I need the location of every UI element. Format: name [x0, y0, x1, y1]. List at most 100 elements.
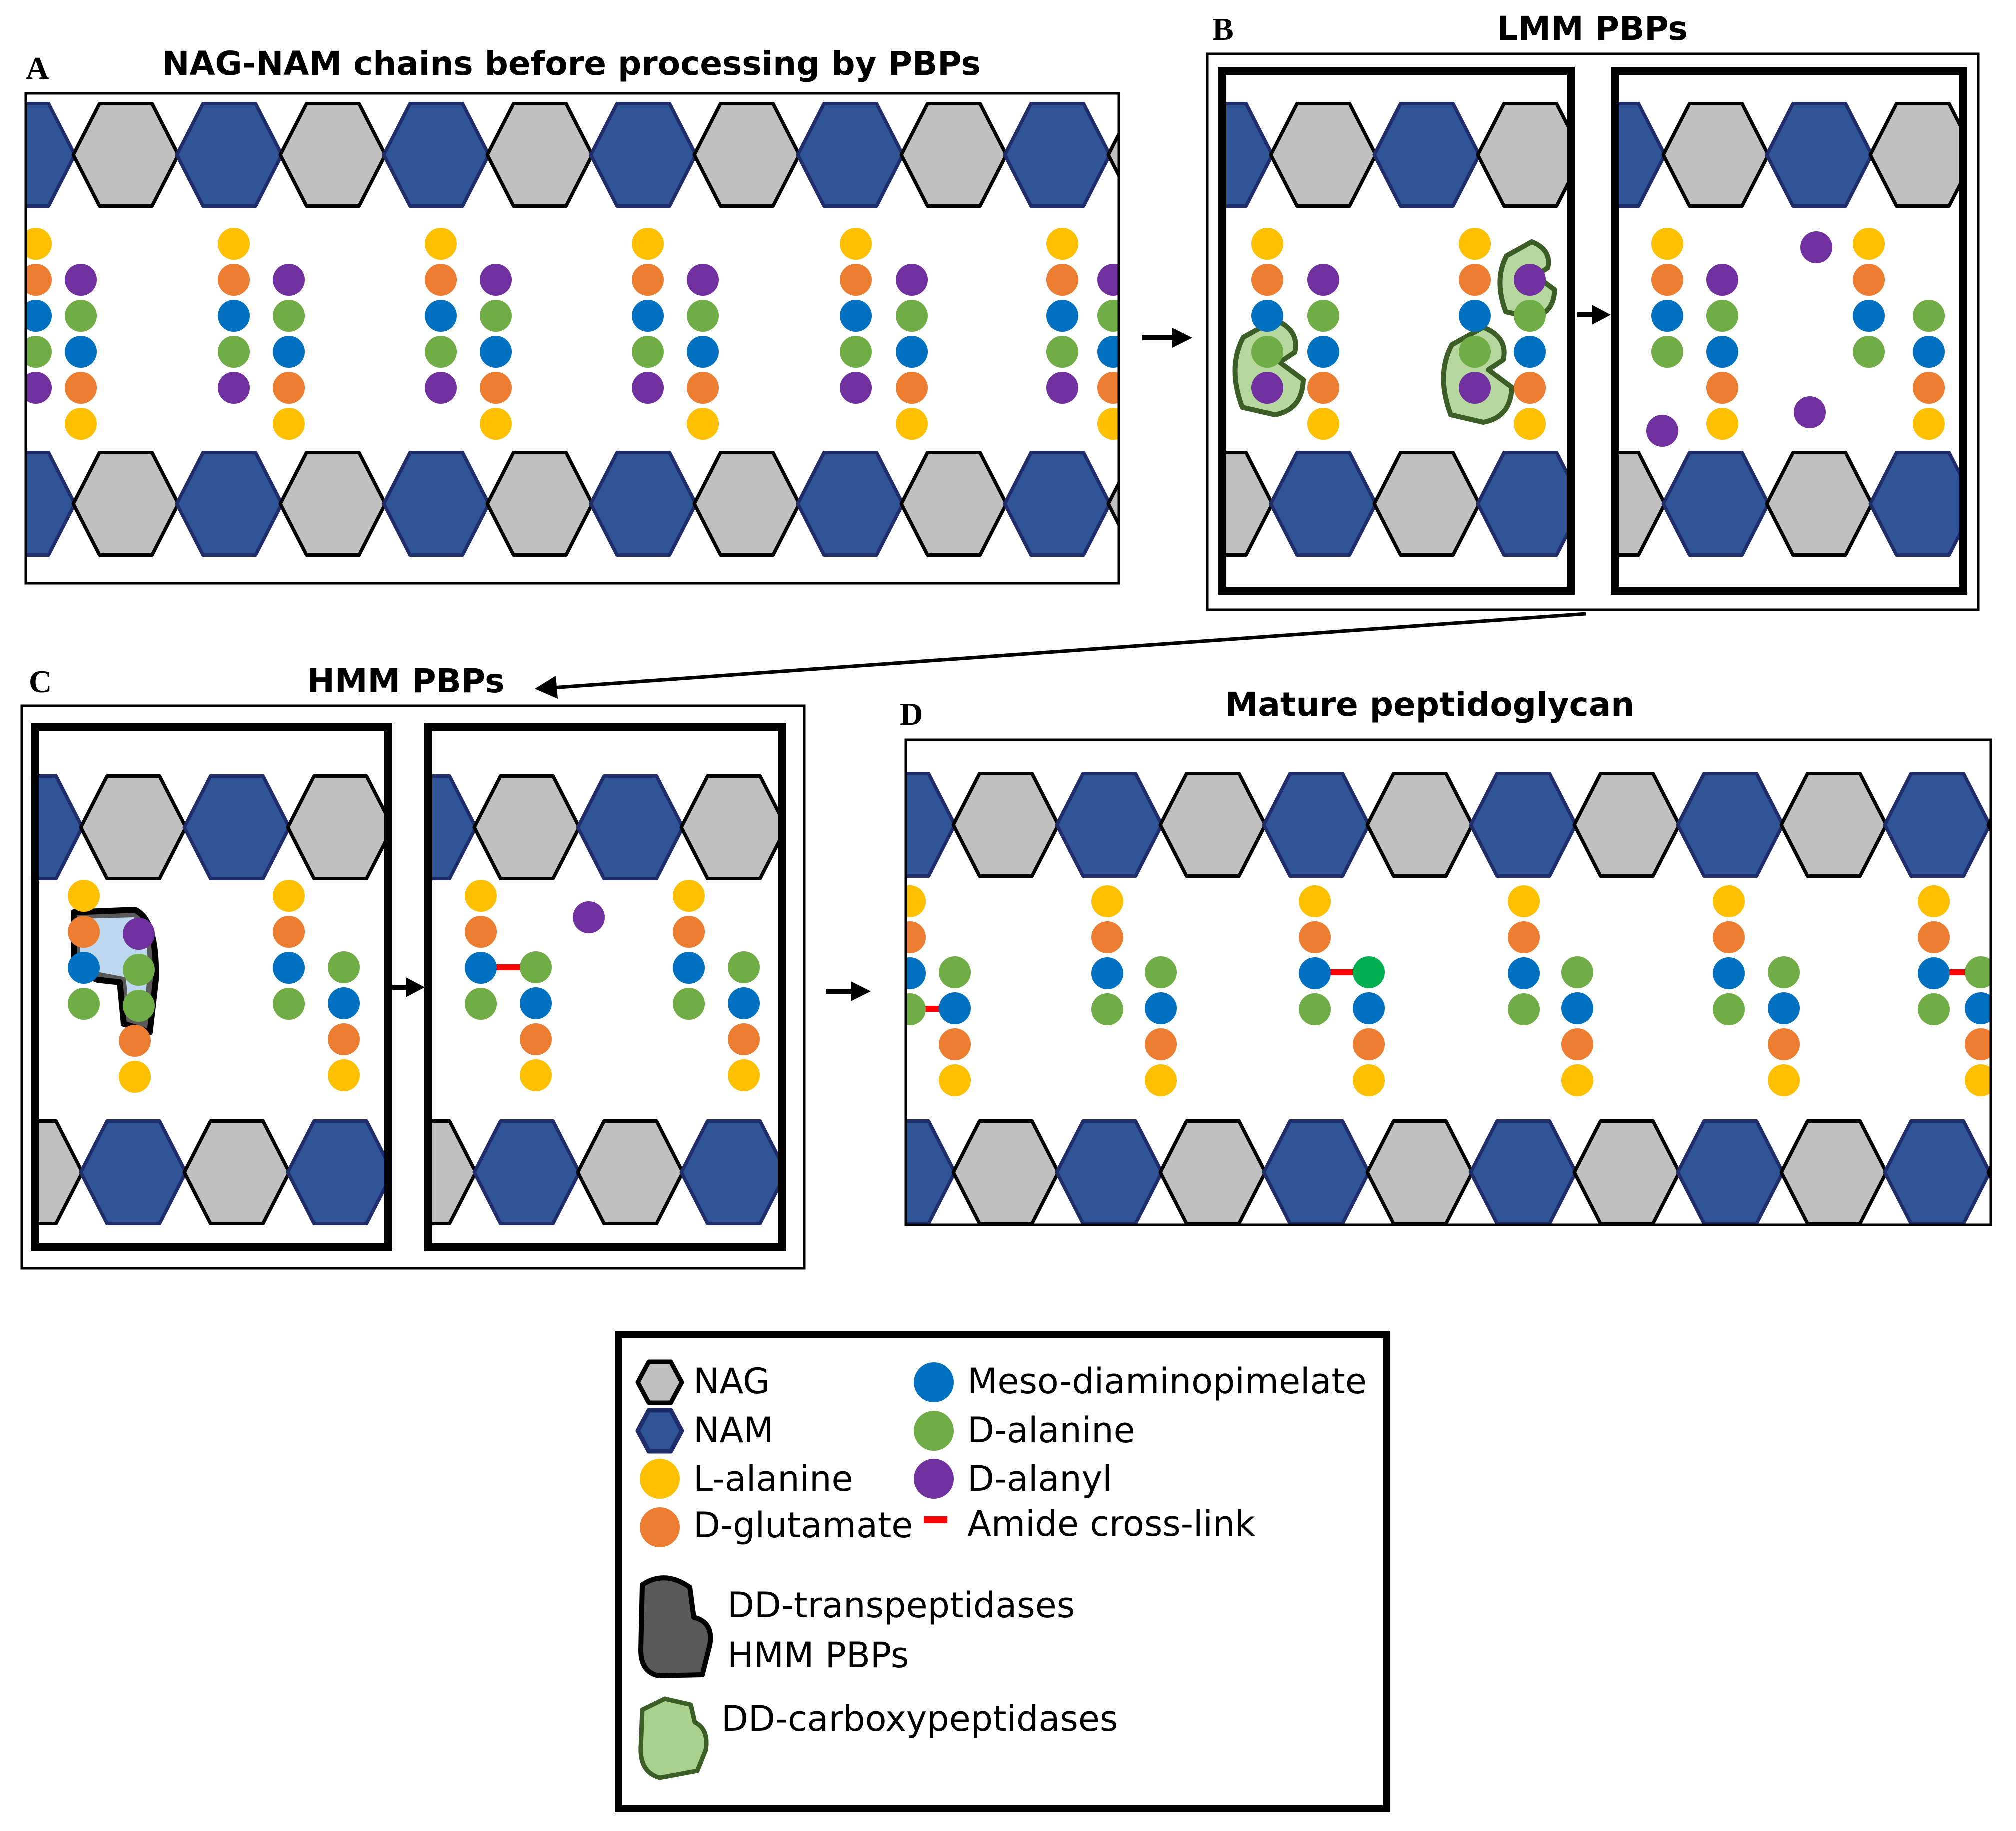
meso-dap-residue [1713, 958, 1745, 990]
l-alanine-residue [687, 408, 719, 440]
d-alanine-residue [1514, 300, 1546, 332]
d-alanine-residue [687, 300, 719, 332]
panel-b-before-content [1222, 102, 1571, 557]
meso-dap-residue [65, 336, 97, 368]
d-glutamate-residue [1562, 1028, 1594, 1060]
nam-hexagon [286, 1120, 388, 1226]
meso-dap-residue [896, 336, 928, 368]
nam-hexagon [906, 1120, 957, 1225]
d-alanyl-residue [1252, 372, 1284, 404]
d-glutamate-residue [1514, 372, 1546, 404]
d-alanine-residue [1459, 336, 1491, 368]
l-alanine-residue [65, 408, 97, 440]
nag-hexagon [472, 774, 582, 880]
nag-hexagon [72, 102, 180, 208]
nam-hexagon [472, 1120, 582, 1226]
d-alanine-residue [1092, 994, 1124, 1026]
meso-dap-residue [425, 300, 457, 332]
nam-hexagon [589, 451, 698, 557]
panel-b-after-content [1615, 102, 1964, 557]
d-alanine-residue [1965, 956, 1991, 988]
l-alanine-residue [273, 880, 305, 912]
meso-dap-residue [728, 988, 760, 1020]
panel-a: A NAG-NAM chains before processing by PB… [24, 44, 1120, 585]
crosslinked-d-alanine-residue [1353, 956, 1385, 988]
panel-b-after-frame [1611, 67, 1968, 595]
d-glutamate-residue [273, 916, 305, 948]
panel-a-content [26, 102, 1119, 557]
legend-meso-dap-swatch [914, 1362, 954, 1402]
l-alanine-residue [1918, 886, 1950, 918]
panel-a-title: NAG-NAM chains before processing by PBPs [162, 44, 981, 83]
d-alanine-residue [1308, 300, 1340, 332]
l-alanine-residue [1562, 1064, 1594, 1096]
d-alanine-residue [906, 994, 926, 1026]
nag-hexagon [900, 102, 1008, 208]
meso-dap-residue [1853, 300, 1885, 332]
arrows [390, 305, 1611, 1002]
l-alanine-residue [1308, 408, 1340, 440]
d-glutamate-residue [218, 264, 250, 296]
nam-hexagon [796, 102, 905, 208]
d-alanyl-residue [1794, 396, 1826, 428]
panel-d-letter: D [900, 696, 923, 732]
panel-d-content [906, 772, 1991, 1225]
l-alanine-residue [939, 1064, 971, 1096]
nag-hexagon [680, 774, 782, 880]
d-alanyl-residue [1514, 264, 1546, 296]
nag-hexagon [182, 1120, 292, 1226]
meso-dap-residue [465, 952, 497, 984]
d-alanine-residue [273, 988, 305, 1020]
l-alanine-residue [1768, 1064, 1800, 1096]
meso-dap-residue [1562, 992, 1594, 1024]
nag-hexagon [486, 102, 594, 208]
l-alanine-residue [1252, 228, 1284, 260]
d-alanine-residue [632, 336, 664, 368]
l-alanine-residue [896, 408, 928, 440]
d-glutamate-residue [465, 916, 497, 948]
meso-dap-residue [939, 992, 971, 1024]
legend-l-alanine-swatch [640, 1459, 680, 1499]
d-alanine-residue [728, 952, 760, 984]
d-alanyl-residue [687, 264, 719, 296]
meso-dap-residue [68, 952, 100, 984]
nam-hexagon [1662, 451, 1770, 557]
meso-dap-residue [1252, 300, 1284, 332]
nag-hexagon [1868, 102, 1964, 208]
legend-meso-dap-label: Meso-diaminopimelate [968, 1361, 1367, 1402]
nag-hexagon [286, 774, 388, 880]
nag-hexagon [1765, 451, 1874, 557]
l-alanine-residue [1046, 228, 1078, 260]
arrow-a-to-b [1142, 328, 1192, 348]
l-alanine-residue [1092, 886, 1124, 918]
nam-hexagon [785, 776, 890, 879]
d-glutamate-residue [939, 1028, 971, 1060]
d-alanine-residue [939, 956, 971, 988]
d-glutamate-residue [26, 264, 52, 296]
d-glutamate-residue [1965, 1028, 1991, 1060]
d-glutamate-residue [480, 372, 512, 404]
legend-crosslink-label: Amide cross-link [968, 1504, 1256, 1544]
d-glutamate-residue [1913, 372, 1945, 404]
l-alanine-residue [119, 1061, 151, 1093]
nag-hexagon [1572, 772, 1682, 878]
d-alanyl-residue [1646, 415, 1678, 447]
d-alanine-residue [1299, 994, 1331, 1026]
panel-c-letter: C [29, 664, 52, 700]
d-alanyl-residue [896, 264, 928, 296]
nag-hexagon [79, 774, 188, 880]
d-glutamate-residue [896, 372, 928, 404]
nag-hexagon [1780, 1120, 1888, 1225]
nam-hexagon [382, 102, 491, 208]
legend: NAG NAM L-alanine D-glutamate Meso-diami… [615, 1332, 1390, 1812]
nag-hexagon [952, 772, 1060, 878]
nam-hexagon [1868, 451, 1964, 557]
meso-dap-residue [906, 958, 926, 990]
d-alanine-residue [26, 336, 52, 368]
d-alanyl-residue [480, 264, 512, 296]
d-glutamate-residue [906, 922, 926, 954]
nag-hexagon [1662, 102, 1770, 208]
meso-dap-residue [1768, 992, 1800, 1024]
l-alanine-residue [1508, 886, 1540, 918]
